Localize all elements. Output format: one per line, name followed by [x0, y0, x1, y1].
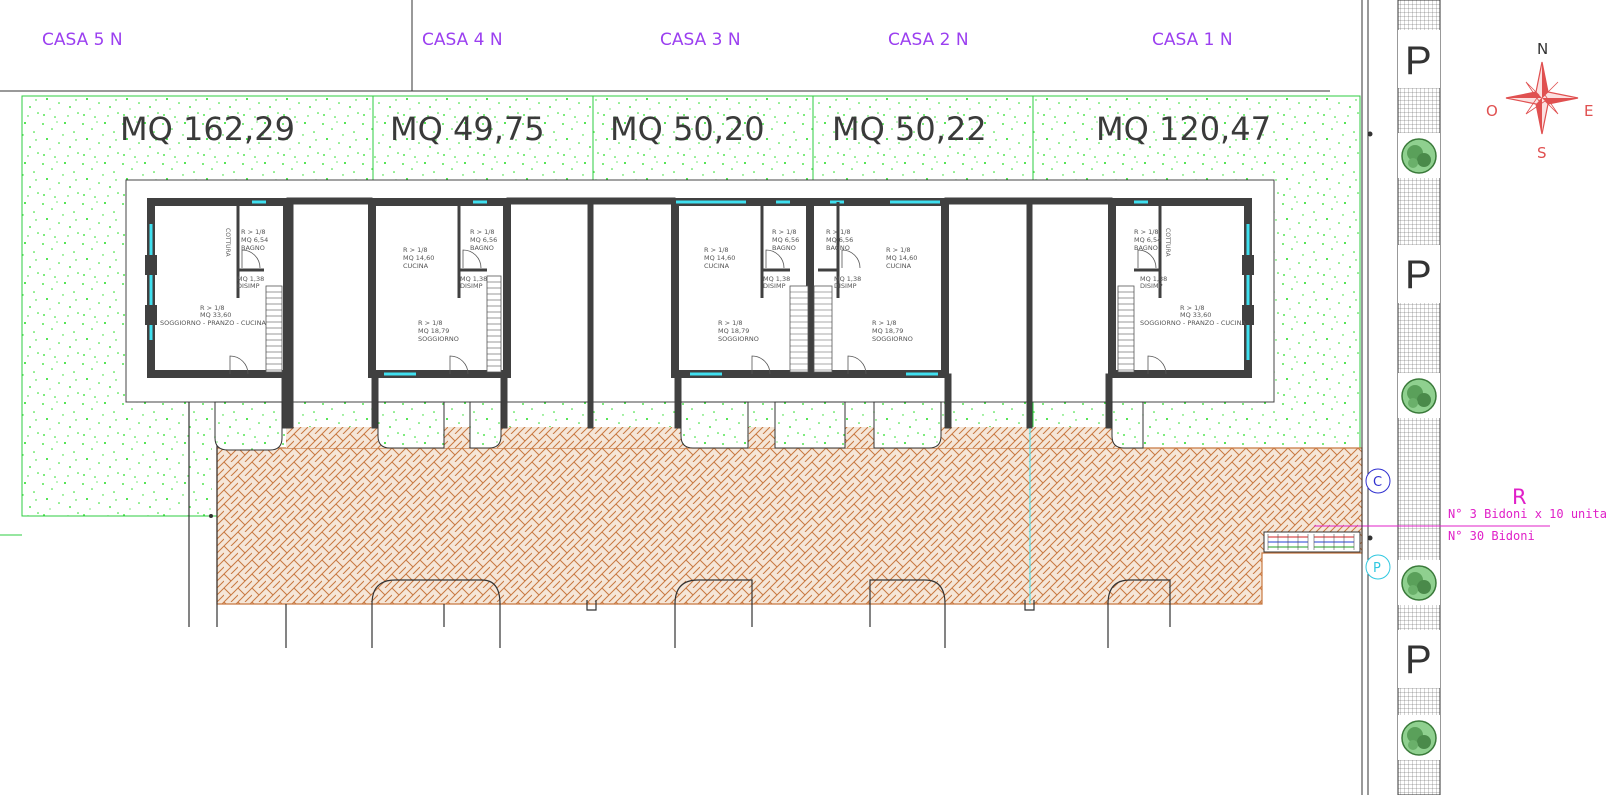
- svg-text:BAGNO: BAGNO: [1134, 244, 1158, 252]
- svg-text:MQ 6,56: MQ 6,56: [470, 236, 497, 244]
- garden-area-left: [22, 448, 212, 516]
- building-plinth: [125, 179, 1275, 403]
- svg-text:COTTURA: COTTURA: [224, 228, 231, 257]
- svg-text:MQ 18,79: MQ 18,79: [872, 327, 903, 335]
- parking-symbol: P: [1405, 39, 1432, 83]
- svg-text:MQ 18,79: MQ 18,79: [718, 327, 749, 335]
- compass-rose-icon: N S E O: [1486, 40, 1593, 162]
- svg-text:R > 1/8: R > 1/8: [772, 228, 797, 236]
- survey-dot: [1367, 131, 1373, 137]
- svg-text:SOGGIORNO: SOGGIORNO: [718, 335, 759, 343]
- survey-dot: [209, 514, 213, 518]
- svg-text:SOGGIORNO - PRANZO - CUCINA: SOGGIORNO - PRANZO - CUCINA: [1140, 319, 1246, 327]
- area-label-casa-5: MQ 162,29: [120, 110, 295, 148]
- svg-text:MQ 6,54: MQ 6,54: [1134, 236, 1161, 244]
- rooms-casa-5: R > 1/8 MQ 6,54 BAGNO MQ 1,38 DISIMP R >…: [160, 228, 268, 327]
- collection-marker-c: C: [1365, 468, 1391, 494]
- svg-text:COTTURA: COTTURA: [1164, 228, 1171, 257]
- svg-text:DISIMP: DISIMP: [1140, 282, 1163, 290]
- svg-text:R > 1/8: R > 1/8: [241, 228, 266, 236]
- svg-text:O: O: [1486, 102, 1498, 120]
- svg-text:SOGGIORNO: SOGGIORNO: [872, 335, 913, 343]
- svg-text:MQ 18,79: MQ 18,79: [418, 327, 449, 335]
- svg-text:MQ 33,60: MQ 33,60: [1180, 311, 1211, 319]
- collection-marker-p: P: [1365, 554, 1391, 580]
- svg-text:R > 1/8: R > 1/8: [200, 304, 225, 312]
- svg-text:S: S: [1537, 144, 1547, 162]
- lower-structure: [188, 402, 1171, 648]
- svg-text:R > 1/8: R > 1/8: [418, 319, 443, 327]
- svg-text:R > 1/8: R > 1/8: [1134, 228, 1159, 236]
- area-label-casa-2: MQ 50,22: [832, 110, 987, 148]
- svg-text:SOGGIORNO - PRANZO - CUCINA: SOGGIORNO - PRANZO - CUCINA: [160, 319, 266, 327]
- svg-text:MQ 6,56: MQ 6,56: [826, 236, 853, 244]
- porch-structure: [281, 197, 1113, 429]
- svg-text:MQ 14,60: MQ 14,60: [403, 254, 434, 262]
- svg-text:BAGNO: BAGNO: [241, 244, 265, 252]
- area-label-casa-1: MQ 120,47: [1096, 110, 1271, 148]
- rooms-casa-1: R > 1/8 MQ 6,54 BAGNO MQ 1,38 DISIMP R >…: [1134, 228, 1246, 327]
- svg-text:MQ 1,38: MQ 1,38: [1140, 275, 1167, 283]
- parking-symbol: P: [1405, 638, 1432, 682]
- area-label-casa-4: MQ 49,75: [390, 110, 545, 148]
- stair-treads: [266, 281, 1134, 371]
- svg-text:C: C: [1373, 475, 1382, 490]
- wall-niches: [145, 255, 1254, 325]
- small-garden-boxes: [214, 401, 1144, 451]
- waste-code: R: [1512, 485, 1527, 509]
- svg-text:R > 1/8: R > 1/8: [403, 246, 428, 254]
- waste-note-line-2: N° 30 Bidoni: [1448, 529, 1535, 543]
- svg-text:SOGGIORNO: SOGGIORNO: [418, 335, 459, 343]
- svg-text:MQ 14,60: MQ 14,60: [704, 254, 735, 262]
- svg-text:MQ 1,38: MQ 1,38: [763, 275, 790, 283]
- svg-text:CUCINA: CUCINA: [704, 262, 730, 270]
- house-label-casa-1: CASA 1 N: [1152, 30, 1233, 50]
- svg-text:DISIMP: DISIMP: [763, 282, 786, 290]
- svg-text:MQ 6,56: MQ 6,56: [772, 236, 799, 244]
- house-label-casa-5: CASA 5 N: [42, 30, 123, 50]
- tree-icon: [1401, 565, 1437, 601]
- svg-text:MQ 33,60: MQ 33,60: [200, 311, 231, 319]
- svg-text:R > 1/8: R > 1/8: [718, 319, 743, 327]
- interior-walls: [236, 202, 1162, 298]
- area-label-casa-3: MQ 50,20: [610, 110, 765, 148]
- doors: [229, 249, 1167, 375]
- svg-text:R > 1/8: R > 1/8: [470, 228, 495, 236]
- svg-text:R > 1/8: R > 1/8: [872, 319, 897, 327]
- svg-text:MQ 1,38: MQ 1,38: [460, 275, 487, 283]
- svg-text:MQ 14,60: MQ 14,60: [886, 254, 917, 262]
- rooms-casa-4: R > 1/8 MQ 6,56 BAGNO R > 1/8 MQ 14,60 C…: [403, 228, 497, 343]
- parking-symbol: P: [1405, 253, 1432, 297]
- svg-text:R > 1/8: R > 1/8: [1180, 304, 1205, 312]
- svg-text:BAGNO: BAGNO: [772, 244, 796, 252]
- svg-text:R > 1/8: R > 1/8: [886, 246, 911, 254]
- svg-text:DISIMP: DISIMP: [460, 282, 483, 290]
- waste-bins: [1263, 525, 1550, 553]
- house-label-casa-2: CASA 2 N: [888, 30, 969, 50]
- waste-note-line-1: N° 3 Bidoni x 10 unita': [1448, 507, 1610, 521]
- house-label-casa-4: CASA 4 N: [422, 30, 503, 50]
- svg-text:BAGNO: BAGNO: [826, 244, 850, 252]
- svg-text:MQ 1,38: MQ 1,38: [834, 275, 861, 283]
- tree-icon: [1401, 720, 1437, 756]
- svg-text:P: P: [1373, 561, 1381, 576]
- svg-text:R > 1/8: R > 1/8: [704, 246, 729, 254]
- svg-text:DISIMP: DISIMP: [237, 282, 260, 290]
- svg-text:E: E: [1584, 102, 1593, 120]
- house-label-casa-3: CASA 3 N: [660, 30, 741, 50]
- survey-dot: [1367, 535, 1373, 541]
- svg-text:DISIMP: DISIMP: [834, 282, 857, 290]
- svg-text:CUCINA: CUCINA: [403, 262, 429, 270]
- svg-text:CUCINA: CUCINA: [886, 262, 912, 270]
- svg-text:MQ 1,38: MQ 1,38: [237, 275, 264, 283]
- tree-icon: [1401, 138, 1437, 174]
- rooms-casa-2: R > 1/8 MQ 6,56 BAGNO R > 1/8 MQ 14,60 C…: [826, 228, 917, 343]
- svg-text:MQ 6,54: MQ 6,54: [241, 236, 268, 244]
- tree-icon: [1401, 378, 1437, 414]
- svg-text:R > 1/8: R > 1/8: [826, 228, 851, 236]
- svg-text:BAGNO: BAGNO: [470, 244, 494, 252]
- rooms-casa-3: R > 1/8 MQ 6,56 BAGNO R > 1/8 MQ 14,60 C…: [704, 228, 799, 343]
- svg-text:N: N: [1537, 40, 1548, 58]
